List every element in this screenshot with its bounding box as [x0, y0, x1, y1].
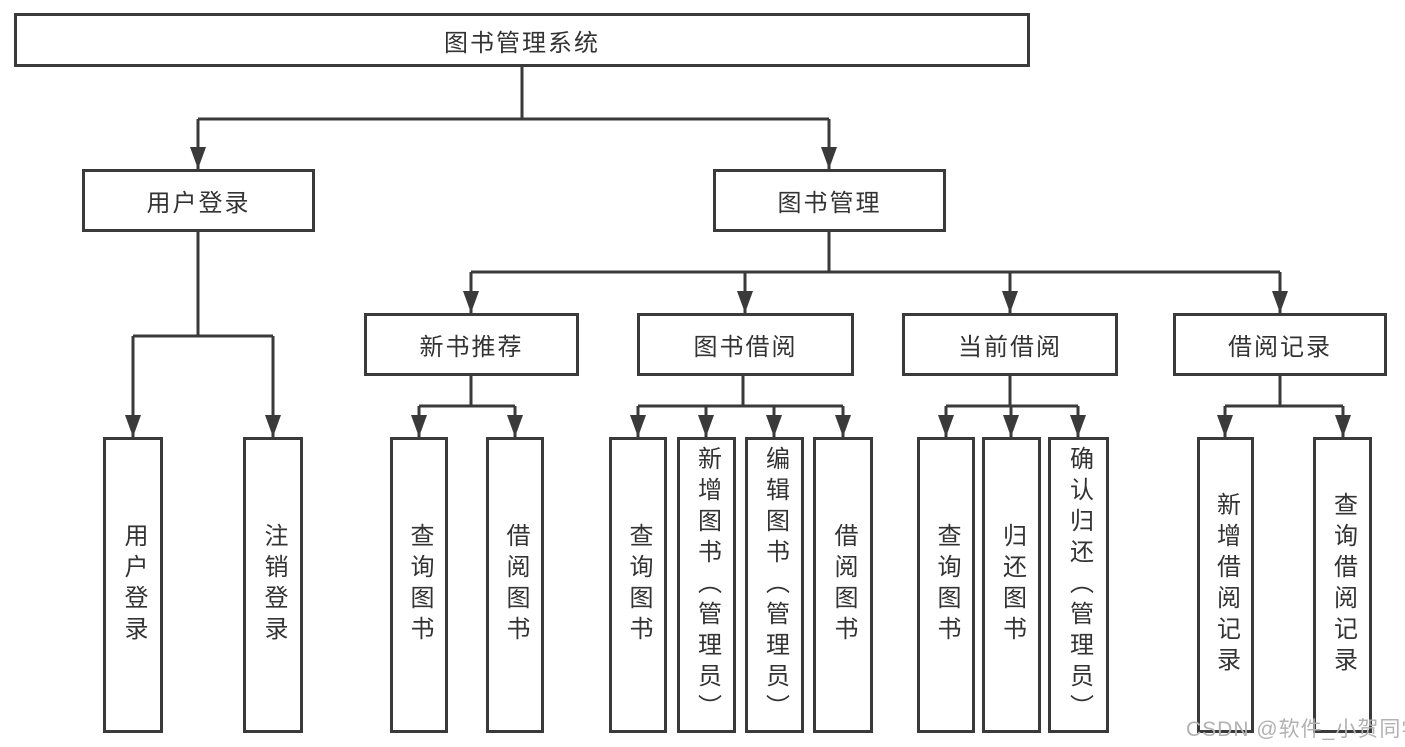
leaf-query-books-current: 查询图书 [917, 437, 975, 733]
leaf-query-books-borrowing: 查询图书 [609, 437, 667, 733]
leaf-borrow-books-recommend: 借阅图书 [486, 437, 544, 733]
leaf-logout: 注销登录 [243, 437, 303, 733]
leaf-query-books-recommend: 查询图书 [390, 437, 448, 733]
leaf-query-books-recommend-label: 查询图书 [406, 523, 433, 647]
node-book-borrowing: 图书借阅 [637, 313, 854, 376]
leaf-user-login-label: 用户登录 [120, 523, 147, 647]
node-user-login: 用户登录 [82, 169, 315, 232]
leaf-query-borrow-record-label: 查询借阅记录 [1329, 492, 1357, 678]
leaf-confirm-return-admin-label: 确认归还（管理员） [1065, 445, 1093, 725]
leaf-edit-book-admin: 编辑图书（管理员） [745, 437, 804, 733]
node-book-management: 图书管理 [713, 169, 946, 232]
node-user-login-label: 用户登录 [146, 190, 251, 217]
node-root-label: 图书管理系统 [444, 29, 600, 57]
leaf-logout-label: 注销登录 [260, 523, 287, 647]
leaf-return-book: 归还图书 [982, 437, 1041, 733]
leaf-add-borrow-record-label: 新增借阅记录 [1212, 492, 1240, 678]
leaf-confirm-return-admin: 确认归还（管理员） [1048, 437, 1109, 733]
leaf-add-borrow-record: 新增借阅记录 [1197, 437, 1254, 733]
node-current-borrowing-label: 当前借阅 [958, 334, 1062, 361]
leaf-user-login: 用户登录 [103, 437, 163, 733]
leaf-query-books-current-label: 查询图书 [933, 523, 960, 647]
leaf-query-books-borrowing-label: 查询图书 [625, 523, 652, 647]
node-book-borrowing-label: 图书借阅 [693, 334, 798, 361]
leaf-add-book-admin: 新增图书（管理员） [677, 437, 736, 733]
leaf-add-book-admin-label: 新增图书（管理员） [693, 445, 721, 725]
leaf-borrow-books-recommend-label: 借阅图书 [502, 523, 529, 647]
node-root: 图书管理系统 [14, 13, 1030, 67]
csdn-watermark: CSDN @软件_小贺同学 [1186, 718, 1405, 741]
leaf-borrow-books: 借阅图书 [813, 437, 873, 733]
node-borrowing-records-label: 借阅记录 [1228, 334, 1332, 361]
node-new-book-recommendation: 新书推荐 [364, 313, 579, 376]
node-current-borrowing: 当前借阅 [902, 313, 1118, 376]
leaf-edit-book-admin-label: 编辑图书（管理员） [761, 445, 789, 725]
leaf-query-borrow-record: 查询借阅记录 [1313, 437, 1372, 733]
node-new-book-recommendation-label: 新书推荐 [419, 334, 524, 361]
node-book-management-label: 图书管理 [777, 190, 882, 217]
node-borrowing-records: 借阅记录 [1173, 313, 1387, 376]
leaf-borrow-books-label: 借阅图书 [830, 523, 857, 647]
leaf-return-book-label: 归还图书 [998, 523, 1026, 647]
